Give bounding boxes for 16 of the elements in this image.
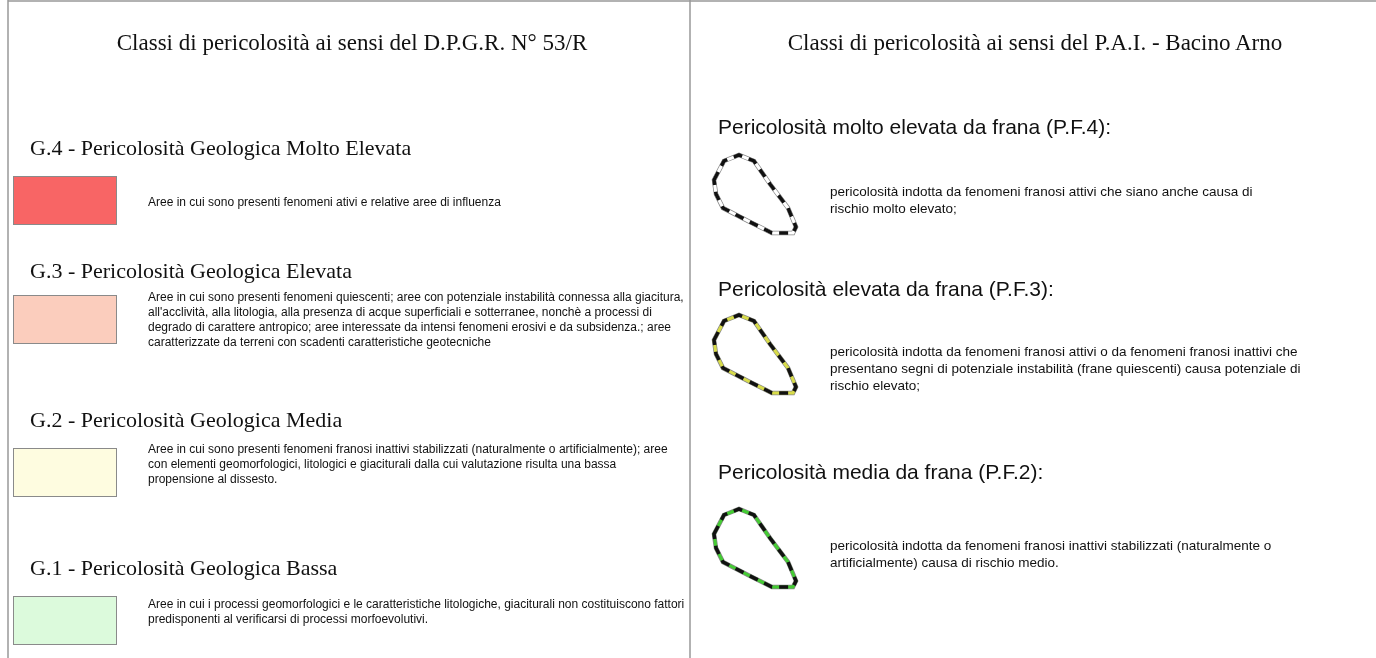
- column-title: Classi di pericolosità ai sensi del P.A.I. - Bacino Arno: [786, 30, 1284, 56]
- class-heading: G.2 - Pericolosità Geologica Media: [30, 407, 344, 433]
- legend-description: pericolosità indotta da fenomeni franosi inattivi stabilizzati (naturalmente o artificialmente) causa di rischio medio.: [830, 538, 1273, 572]
- class-heading: Pericolosità elevata da frana (P.F.3):: [718, 277, 1055, 301]
- class-heading: G.4 - Pericolosità Geologica Molto Elevata: [30, 135, 413, 161]
- column-title: Classi di pericolosità ai sensi del D.P.G.R. N° 53/R: [115, 30, 589, 56]
- class-heading: Pericolosità media da frana (P.F.2):: [718, 460, 1045, 484]
- legend-description: pericolosità indotta da fenomeni franosi attivi che siano anche causa di rischio molto elevato;: [830, 184, 1254, 218]
- legend-description: Aree in cui sono presenti fenomeni quiescenti; aree con potenziale instabilità connessa alla giacitura, all'acclività, alla litologia, alla presenza di acque superficiali e sotterranee, nonchè a processi di degrado di carattere antropico; aree interessate da intensi fenomeni erosivi e da subsidenza.; aree caratterizzate da terreni con scadenti caratteristiche geotecniche: [148, 290, 685, 350]
- legend-description: Aree in cui sono presenti fenomeni franosi inattivi stabilizzati (naturalmente o artificialmente); aree con elementi geomorfologici, litologici e giaciturali dalla cui valutazione risulta una bassa propensione al dissesto.: [148, 442, 669, 487]
- legend-description: Aree in cui sono presenti fenomeni ativi e relative aree di influenza: [148, 195, 502, 210]
- legend-description: pericolosità indotta da fenomeni franosi attivi o da fenomeni franosi inattivi che presentano segni di potenziale instabilità (frane quiescenti) causa potenziale di rischio elevato;: [830, 344, 1302, 395]
- class-heading: G.3 - Pericolosità Geologica Elevata: [30, 258, 353, 284]
- legend-description: Aree in cui i processi geomorfologici e le caratteristiche litologiche, giaciturali non costituiscono fattori predisponenti al verificarsi di processi morfoevolutivi.: [148, 597, 686, 627]
- class-heading: G.1 - Pericolosità Geologica Bassa: [30, 555, 339, 581]
- class-heading: Pericolosità molto elevata da frana (P.F.4):: [718, 115, 1112, 139]
